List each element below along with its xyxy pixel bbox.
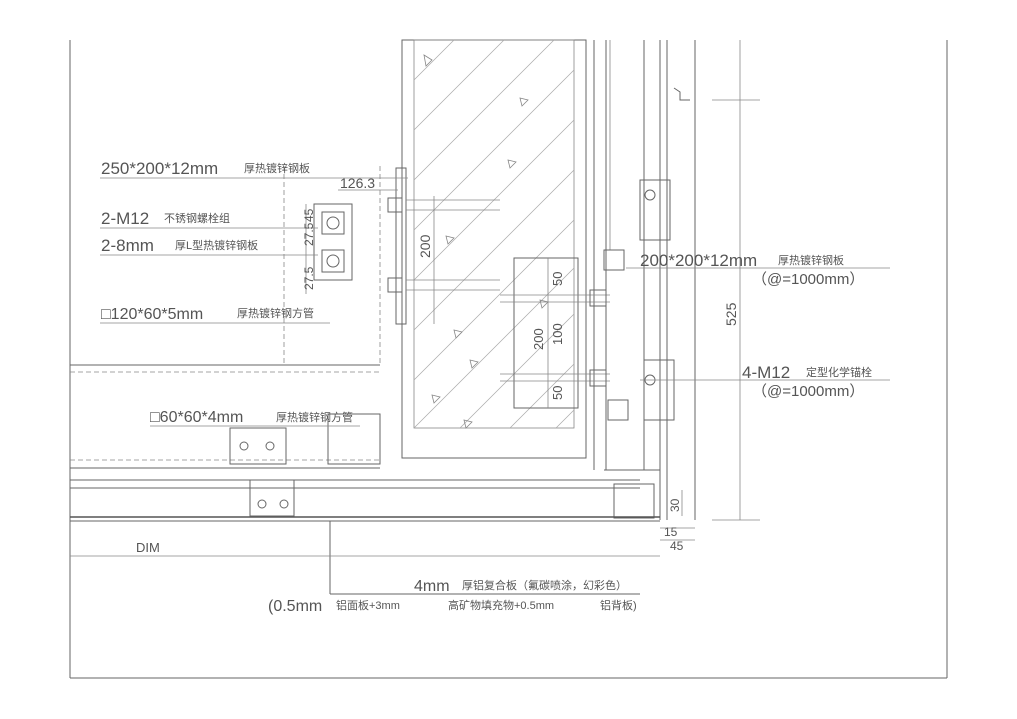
dim-27a: 27.5 [302, 222, 316, 246]
label-tube-main: □120*60*5mm [101, 306, 203, 323]
dim-45b: 45 [670, 539, 684, 553]
right-embed-plate [500, 257, 610, 409]
left-bracket [283, 166, 381, 365]
top-embed-plate [387, 167, 500, 325]
label-plate-right-cn: 厚热镀锌钢板 [778, 253, 844, 267]
annotation-tube-small: □60*60*4mm 厚热镀锌钢方管 [150, 409, 353, 426]
annotation-anchors: 4-M12 定型化学锚栓 （@=1000mm） [742, 363, 872, 400]
dimension-lines [70, 177, 890, 557]
label-spacing-anchor: （@=1000mm） [752, 383, 864, 400]
label-panel-layer-c: 高矿物填充物+0.5mm [448, 598, 554, 612]
dim-27b: 27.5 [302, 266, 316, 290]
label-tube-small-cn: 厚热镀锌钢方管 [276, 410, 353, 424]
right-brackets [603, 179, 675, 519]
annotation-bolts: 2-M12 不锈钢螺栓组 [101, 209, 230, 228]
label-anchors-cn: 定型化学锚栓 [806, 365, 872, 379]
annotation-plate-top: 250*200*12mm 厚热镀锌钢板 [101, 159, 310, 178]
dim-200a: 200 [417, 234, 433, 258]
dim-30: 30 [668, 498, 682, 512]
label-panel-layer-d: 铝背板) [600, 598, 637, 612]
dim-15: 15 [664, 525, 678, 539]
dim-200b: 200 [531, 328, 546, 350]
label-bolts: 2-M12 [101, 209, 149, 228]
annotation-angle: 2-8mm 厚L型热镀锌钢板 [101, 236, 258, 255]
label-tube-small: □60*60*4mm [150, 409, 243, 426]
dimension-texts: 126.3 27.5 45 27.5 200 50 200 100 50 525… [302, 175, 739, 553]
dim-100: 100 [550, 323, 565, 345]
label-angle-cn: 厚L型热镀锌钢板 [175, 238, 258, 252]
label-panel-thickness: 4mm [414, 578, 450, 595]
label-panel-layer-b: 铝面板+3mm [336, 598, 400, 612]
cladding-frame-lines [593, 40, 760, 521]
label-plate-top: 250*200*12mm [101, 159, 218, 178]
annotation-tube-main: □120*60*5mm 厚热镀锌钢方管 [101, 306, 314, 323]
label-dim: DIM [136, 540, 160, 555]
drawing-frame [69, 40, 948, 679]
annotation-panel: 4mm 厚铝复合板（氟碳喷涂，幻彩色） (0.5mm 铝面板+3mm 高矿物填充… [268, 578, 637, 615]
dim-525: 525 [723, 302, 739, 326]
dim-50b: 50 [550, 386, 565, 400]
label-plate-top-cn: 厚热镀锌钢板 [244, 161, 310, 175]
label-bolts-cn: 不锈钢螺栓组 [164, 211, 230, 225]
dim-45: 45 [302, 208, 316, 222]
label-angle: 2-8mm [101, 236, 154, 255]
label-spacing-right: （@=1000mm） [752, 271, 864, 288]
annotation-plate-right: 200*200*12mm 厚热镀锌钢板 （@=1000mm） [640, 251, 864, 288]
label-panel-layer-a: (0.5mm [268, 598, 322, 615]
label-plate-right: 200*200*12mm [640, 251, 757, 270]
dim-126: 126.3 [340, 175, 375, 191]
label-tube-main-cn: 厚热镀锌钢方管 [237, 306, 314, 320]
label-panel-desc: 厚铝复合板（氟碳喷涂，幻彩色） [462, 578, 627, 592]
label-anchors: 4-M12 [742, 363, 790, 382]
horizontal-beam [70, 364, 660, 595]
dim-50a: 50 [550, 272, 565, 286]
